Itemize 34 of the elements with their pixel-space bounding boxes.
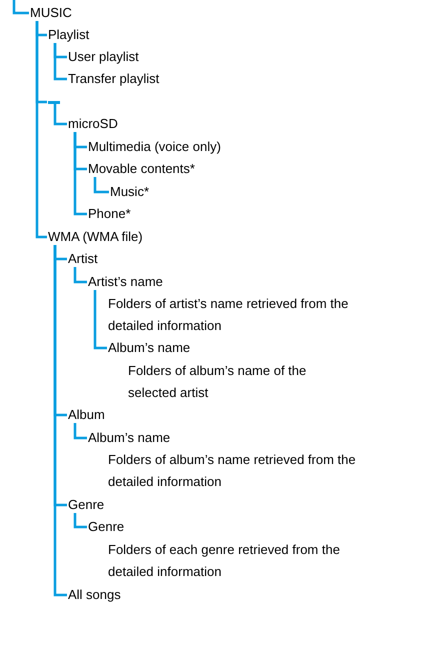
folder-description: Folders of artist’s name retrieved from the detailed information [108, 295, 350, 335]
tree-connector [54, 245, 67, 596]
tree-item-label: Multimedia (voice only) [88, 139, 221, 155]
tree-item-label: microSD [68, 116, 118, 132]
tree-item-label: Album’s name [108, 340, 190, 356]
tree-connector [74, 132, 87, 216]
folder-description: Folders of each genre retrieved from the detailed information [108, 541, 341, 581]
tree-item-label: Music* [110, 184, 150, 200]
tree-item-label: All songs [68, 587, 121, 603]
tree-item-label: Movable contents* [88, 161, 195, 177]
tree-item-label: WMA (WMA file) [48, 229, 143, 245]
tree-connector [94, 290, 107, 350]
tree-item-label: Album’s name [88, 430, 170, 446]
tree-item-label: MUSIC [30, 5, 72, 21]
tree-connector [12, 0, 29, 14]
tree-item-label: Genre [88, 519, 124, 535]
folder-description: Folders of album’s name retrieved from the detailed information [108, 451, 357, 491]
tree-connector [36, 21, 47, 238]
tree-branch-bar [48, 100, 60, 104]
tree-connector [94, 177, 109, 194]
tree-item-label: Transfer playlist [68, 71, 160, 87]
tree-connector [74, 513, 87, 528]
tree-connector [74, 423, 87, 440]
tree-item-label: Artist [68, 251, 98, 267]
tree-connector [54, 43, 67, 80]
tree-item-label: User playlist [68, 49, 139, 65]
tree-item-label: Album [68, 407, 105, 423]
tree-item-label: Phone* [88, 206, 131, 222]
tree-connector [74, 267, 87, 284]
folder-description: Folders of album’s name of the selected artist [128, 362, 308, 402]
tree-item-label: Artist’s name [88, 274, 163, 290]
tree-item-label: Playlist [48, 27, 90, 43]
tree-item-label: Genre [68, 497, 104, 513]
tree-connector [54, 104, 67, 126]
